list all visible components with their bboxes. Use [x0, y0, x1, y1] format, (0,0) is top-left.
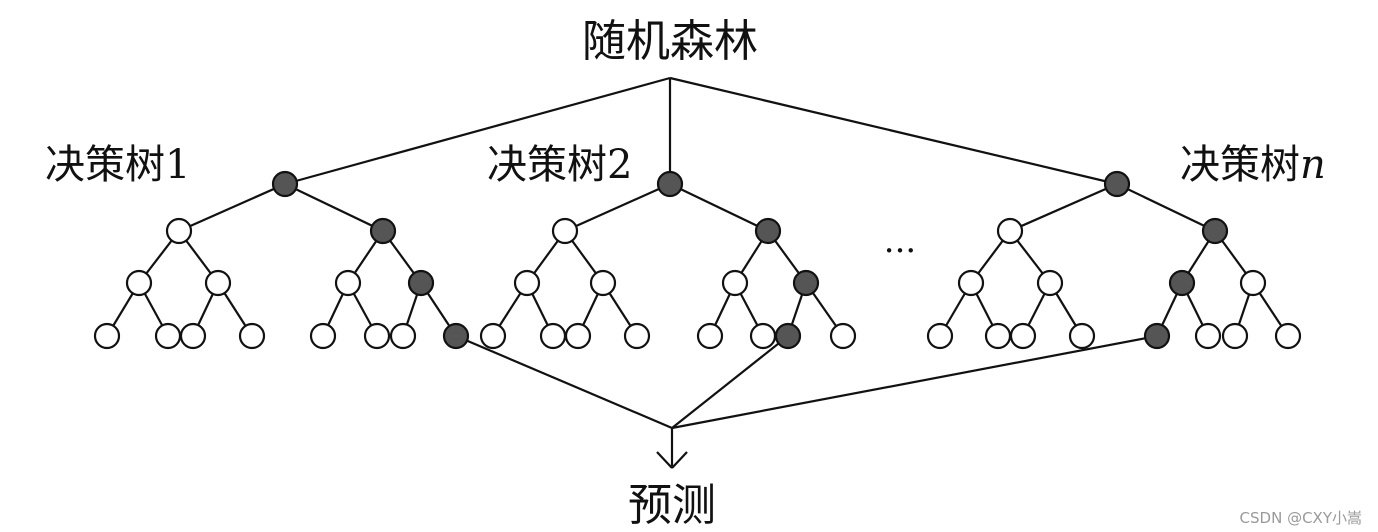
tree-n-node — [1009, 322, 1037, 350]
tree-1-edge — [178, 182, 286, 233]
tree-2-node — [754, 217, 782, 245]
output-arrow-head-left — [656, 451, 673, 469]
tree-n-label: 决策树n — [1180, 142, 1326, 188]
tree-2-node — [479, 322, 507, 350]
tree-1-output-link — [455, 334, 673, 430]
tree-n-node — [1036, 269, 1064, 297]
tree-2-node — [623, 322, 651, 350]
tree-n-node — [1221, 322, 1249, 350]
nodes-layer — [93, 170, 1302, 350]
watermark: CSDN @CXY小嵩 — [1240, 509, 1362, 527]
tree-2-label-index: 2 — [607, 142, 632, 188]
tree-1-node — [179, 322, 207, 350]
tree-1-edge — [284, 183, 384, 232]
tree-1-node — [238, 322, 266, 350]
tree-1-label: 决策树1 — [45, 142, 190, 188]
tree-n-label-index: n — [1300, 142, 1326, 188]
tree-n-edge — [1009, 182, 1118, 233]
tree-1-node — [442, 322, 470, 350]
tree-1-node — [407, 269, 435, 297]
tree-2-node — [564, 322, 592, 350]
tree-2-node — [539, 322, 567, 350]
tree-2-label-prefix: 决策树 — [487, 142, 607, 188]
tree-n-label-prefix: 决策树 — [1180, 142, 1300, 188]
tree-2-label: 决策树2 — [487, 142, 632, 188]
tree-n-root-node — [1103, 170, 1131, 198]
tree-1-node — [363, 322, 391, 350]
tree-n-node — [1239, 269, 1267, 297]
tree-1-label-prefix: 决策树 — [45, 142, 165, 188]
tree-n-node — [1201, 217, 1229, 245]
tree-1-root-link — [284, 76, 671, 186]
edges-layer — [106, 76, 1289, 469]
ellipsis: ··· — [884, 231, 916, 271]
tree-n-node — [1194, 322, 1222, 350]
tree-n-node — [957, 269, 985, 297]
tree-2-node — [774, 322, 802, 350]
tree-1-label-index: 1 — [165, 142, 190, 188]
tree-2-node — [792, 269, 820, 297]
tree-1-node — [93, 322, 121, 350]
tree-2-node — [749, 322, 777, 350]
tree-1-root-node — [271, 170, 299, 198]
tree-2-node — [551, 217, 579, 245]
tree-n-node — [1168, 269, 1196, 297]
tree-2-output-link — [671, 335, 789, 429]
tree-1-node — [369, 217, 397, 245]
tree-2-root-node — [656, 170, 684, 198]
tree-1-node — [389, 322, 417, 350]
tree-n-node — [1143, 322, 1171, 350]
tree-n-node — [1274, 322, 1302, 350]
tree-n-root-link — [669, 76, 1118, 186]
output-arrow-head-right — [671, 451, 688, 469]
tree-1-node — [165, 217, 193, 245]
tree-n-node — [926, 322, 954, 350]
output-label: 预测 — [628, 480, 716, 531]
tree-2-node — [721, 269, 749, 297]
tree-2-node — [513, 269, 541, 297]
tree-1-node — [154, 322, 182, 350]
tree-n-edge — [1116, 183, 1216, 232]
diagram-title: 随机森林 — [582, 16, 758, 67]
tree-1-node — [204, 269, 232, 297]
tree-2-node — [589, 269, 617, 297]
tree-1-node — [334, 269, 362, 297]
tree-n-node — [1068, 322, 1096, 350]
tree-n-node — [996, 217, 1024, 245]
tree-n-node — [984, 322, 1012, 350]
tree-2-node — [829, 322, 857, 350]
tree-2-node — [696, 322, 724, 350]
tree-2-edge — [669, 183, 769, 232]
tree-1-node — [309, 322, 337, 350]
tree-2-edge — [564, 182, 671, 233]
tree-1-node — [125, 269, 153, 297]
tree-n-output-link — [671, 334, 1158, 430]
